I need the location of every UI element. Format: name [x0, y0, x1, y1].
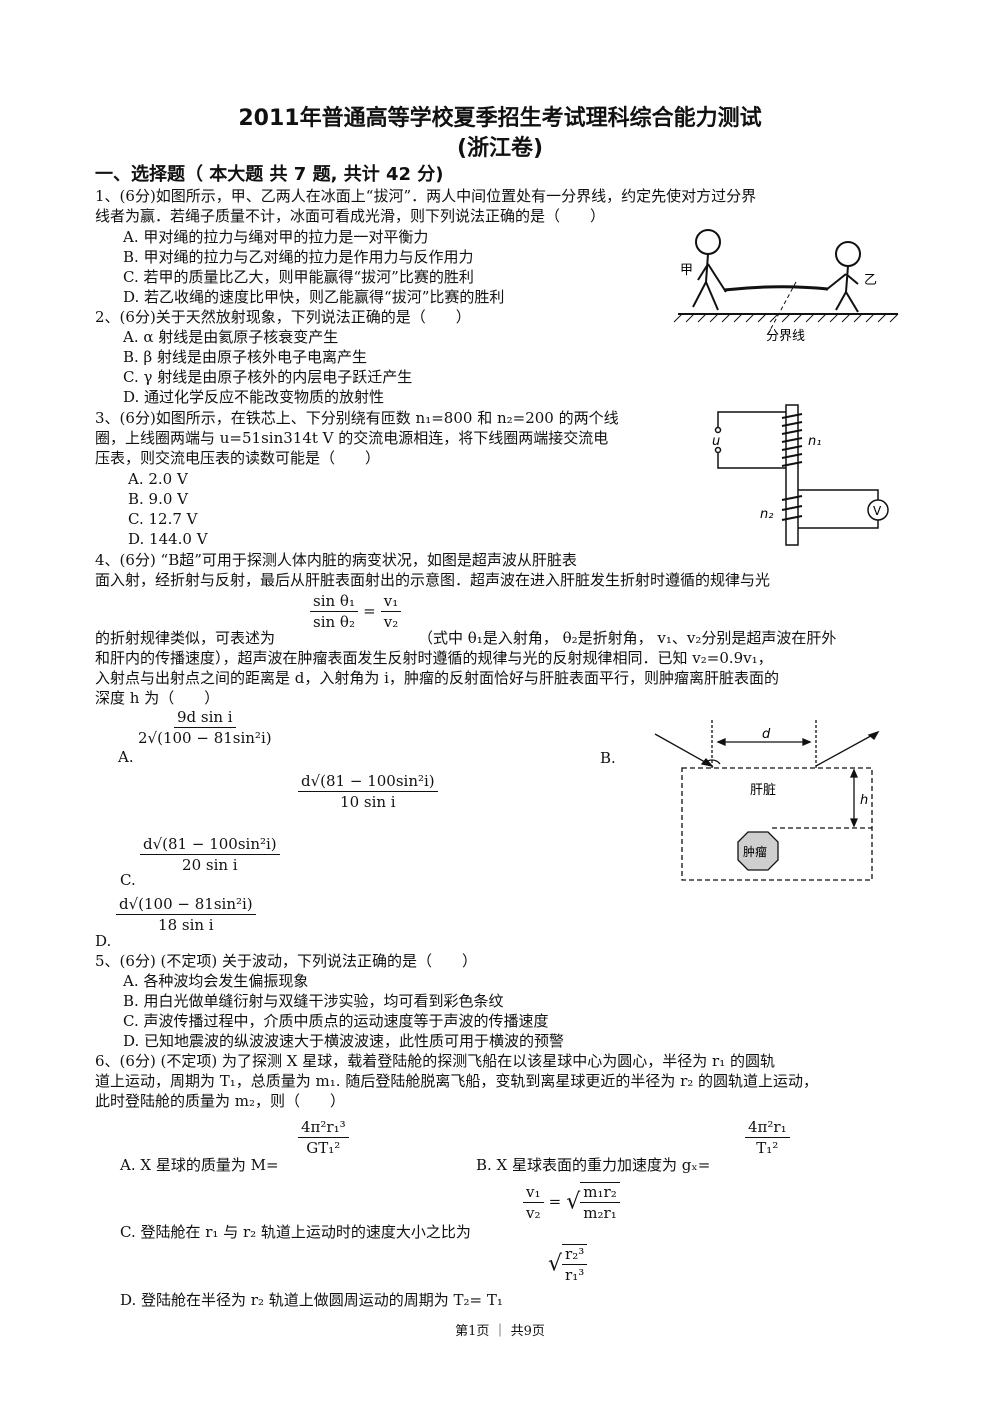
q4-option-d-label: D.	[95, 932, 112, 950]
q6-stem-line3: 此时登陆舱的质量为 m₂，则（ ）	[95, 1092, 346, 1110]
exit-ray	[815, 731, 879, 767]
voltmeter-label: V	[873, 504, 882, 518]
rope	[723, 285, 829, 292]
q4-option-d-formula: d√(100 − 81sin²i)18 sin i	[116, 895, 256, 934]
transformer-figure: u n₁ n₂ V	[712, 404, 889, 546]
q1-option-c: C. 若甲的质量比乙大，则甲能赢得“拔河”比赛的胜利	[123, 268, 474, 286]
q1-option-d: D. 若乙收绳的速度比甲快，则乙能赢得“拔河”比赛的胜利	[123, 288, 505, 306]
h-label: h	[860, 793, 868, 808]
q1-option-a: A. 甲对绳的拉力与绳对甲的拉力是一对平衡力	[123, 228, 429, 246]
incident-ray	[654, 733, 713, 767]
q2-option-d: D. 通过化学反应不能改变物质的放射性	[123, 388, 385, 406]
q3-option-d: D. 144.0 V	[128, 530, 208, 548]
d-label: d	[762, 727, 771, 742]
q4-option-c-label: C.	[120, 871, 136, 889]
tumor-shape	[737, 831, 779, 871]
section-heading: 一、选择题（ 本大题 共 7 题, 共计 42 分)	[95, 164, 444, 185]
q3-stem-line2: 圈，上线圈两端与 u=51sin314t V 的交流电源相连，将下线圈两端接交流…	[95, 429, 609, 447]
q4-stem-line4: 和肝内的传播速度），超声波在肿瘤表面发生反射时遵循的规律与光的反射规律相同．已知…	[95, 649, 773, 667]
q4-option-a-label: A.	[118, 748, 134, 766]
q3-option-b: B. 9.0 V	[128, 490, 189, 508]
q4-option-b-formula: d√(81 − 100sin²i)10 sin i	[298, 772, 438, 811]
upper-wire-bottom	[717, 450, 786, 469]
liver-region	[681, 767, 873, 881]
ultrasound-figure: d 肝脏 h 肿瘤	[654, 720, 880, 881]
q4-stem-line3a: 的折射规律类似，可表述为	[95, 629, 276, 647]
u-label: u	[712, 434, 720, 449]
q2-option-a: A. α 射线是由氦原子核衰变产生	[123, 328, 339, 346]
q6-option-d-text: D. 登陆舱在半径为 r₂ 轨道上做圆周运动的周期为 T₂= T₁	[120, 1291, 503, 1309]
q2-option-b: B. β 射线是由原子核外电子电离产生	[123, 348, 368, 366]
q6-option-b-text: B. X 星球表面的重力加速度为 gₓ=	[476, 1156, 711, 1174]
n1-label: n₁	[808, 434, 821, 449]
q5-option-b: B. 用白光做单缝衍射与双缝干涉实验，均可看到彩色条纹	[123, 992, 504, 1010]
q5-option-a: A. 各种波均会发生偏振现象	[123, 972, 309, 990]
q3-stem-line1: 3、(6分)如图所示，在铁芯上、下分别绕有匝数 n₁=800 和 n₂=200 …	[95, 409, 619, 427]
page-footer: 第1页 ｜ 共9页	[455, 1324, 545, 1339]
lower-wire-top	[798, 489, 879, 500]
jia-body	[692, 253, 727, 311]
coil-n1	[781, 413, 803, 467]
q4-option-c-formula: d√(81 − 100sin²i)20 sin i	[140, 835, 280, 874]
q6-option-a-text: A. X 星球的质量为 M=	[120, 1156, 279, 1174]
q5-option-d: D. 已知地震波的纵波波速大于横波波速，此性质可用于横波的预警	[123, 1032, 565, 1050]
q1-option-b: B. 甲对绳的拉力与乙对绳的拉力是作用力与反作用力	[123, 248, 474, 266]
tug-of-war-figure: 甲 乙 分界线	[673, 229, 899, 344]
coil-n2	[781, 495, 803, 521]
yi-body	[825, 265, 859, 313]
q6-stem-line1: 6、(6分) (不定项) 为了探测 X 星球，载着登陆舱的探测飞船在以该星球中心…	[95, 1052, 775, 1070]
voltmeter-icon	[867, 499, 889, 521]
q2-option-c: C. γ 射线是由原子核外的内层电子跃迁产生	[123, 368, 413, 386]
boundary-label: 分界线	[766, 329, 805, 344]
q4-stem-line6: 深度 h 为（ ）	[95, 689, 220, 707]
n2-label: n₂	[760, 507, 773, 522]
q4-stem-line2: 面入射，经折射与反射，最后从肝脏表面射出的示意图．超声波在进入肝脏发生折射时遵循…	[95, 571, 771, 589]
q5-option-c: C. 声波传播过程中，介质中质点的运动速度等于声波的传播速度	[123, 1012, 549, 1030]
lower-wire-bottom	[798, 520, 879, 529]
upper-wire-top	[717, 411, 786, 430]
q2-stem: 2、(6分)关于天然放射现象，下列说法正确的是（ ）	[95, 308, 471, 326]
tumor-label: 肿瘤	[743, 844, 767, 859]
q6-stem-line2: 道上运动，周期为 T₁，总质量为 m₁. 随后登陆舱脱离飞船，变轨到离星球更近的…	[95, 1072, 819, 1090]
q4-stem-line5: 入射点与出射点之间的距离是 d，入射角为 i，肿瘤的反射面恰好与肝脏表面平行，则…	[95, 669, 779, 687]
q4-stem-line1: 4、(6分) “B超”可用于探测人体内脏的病变状况，如图是超声波从肝脏表	[95, 551, 577, 569]
q4-stem-line3b: （式中 θ₁是入射角， θ₂是折射角， v₁、v₂分别是超声波在肝外	[418, 629, 837, 647]
q1-stem-line2: 线者为赢．若绳子质量不计，冰面可看成光滑，则下列说法正确的是（ ）	[95, 207, 606, 225]
jia-head	[695, 229, 721, 255]
q3-option-c: C. 12.7 V	[128, 510, 198, 528]
yi-label: 乙	[864, 273, 877, 288]
iron-core	[785, 404, 799, 546]
q1-stem-line1: 1、(6分)如图所示，甲、乙两人在冰面上“拔河”．两人中间位置处有一分界线，约定…	[95, 187, 757, 205]
q3-stem-line3: 压表，则交流电压表的读数可能是（ ）	[95, 449, 381, 467]
jia-label: 甲	[680, 263, 693, 278]
q4-option-b-label: B.	[600, 749, 616, 767]
q3-option-a: A. 2.0 V	[128, 470, 188, 488]
page-subtitle: (浙江卷)	[456, 136, 544, 161]
page-title: 2011年普通高等学校夏季招生考试理科综合能力测试	[238, 106, 762, 131]
boundary-line	[767, 281, 797, 335]
liver-label: 肝脏	[750, 783, 776, 798]
yi-head	[835, 241, 861, 267]
q5-stem: 5、(6分) (不定项) 关于波动，下列说法正确的是（ ）	[95, 952, 478, 970]
q6-option-c-text: C. 登陆舱在 r₁ 与 r₂ 轨道上运动时的速度大小之比为	[120, 1223, 471, 1241]
